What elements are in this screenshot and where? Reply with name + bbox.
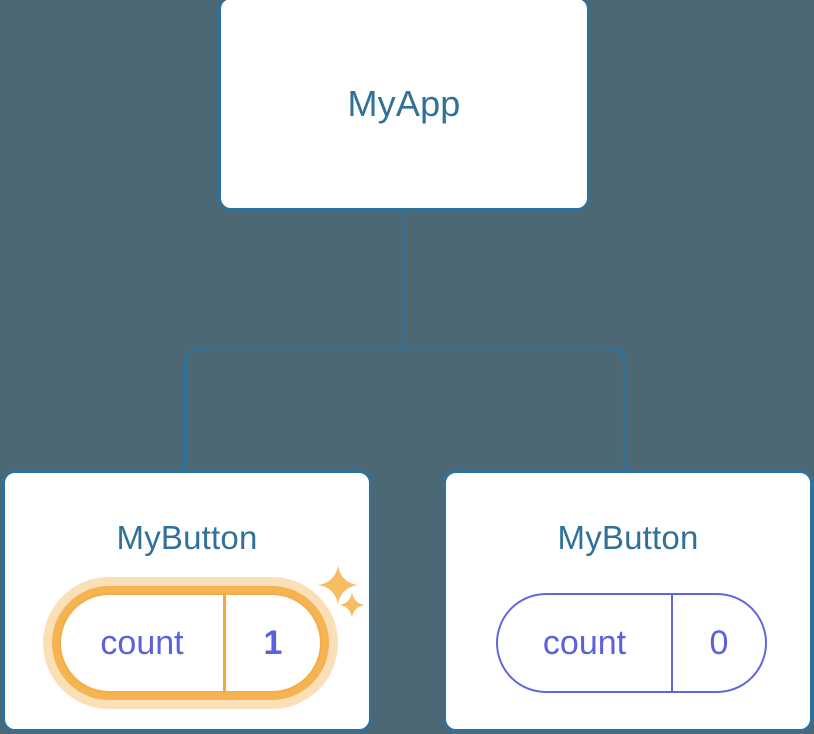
component-name-mybutton-updated: MyButton	[116, 519, 258, 556]
state-pill-unchanged[interactable]: count 0	[496, 593, 767, 693]
state-pill-body[interactable]: count 0	[496, 593, 767, 693]
edge-to-right-child	[404, 347, 626, 472]
state-value-label: 1	[263, 623, 283, 662]
sparkle-icon-small	[339, 592, 365, 618]
state-key-label: count	[61, 595, 226, 691]
component-card-mybutton-unchanged[interactable]: MyButton count 0	[443, 470, 813, 732]
edge-to-left-child	[184, 347, 405, 472]
sparkle-icon-large	[318, 565, 358, 605]
state-key-label: count	[498, 595, 673, 691]
component-card-myapp[interactable]: MyApp	[218, 0, 590, 211]
component-name-myapp: MyApp	[347, 83, 461, 124]
state-value-label: 0	[709, 623, 729, 662]
state-pill-body[interactable]: count 1	[52, 586, 329, 700]
component-name-mybutton-unchanged: MyButton	[557, 519, 699, 556]
